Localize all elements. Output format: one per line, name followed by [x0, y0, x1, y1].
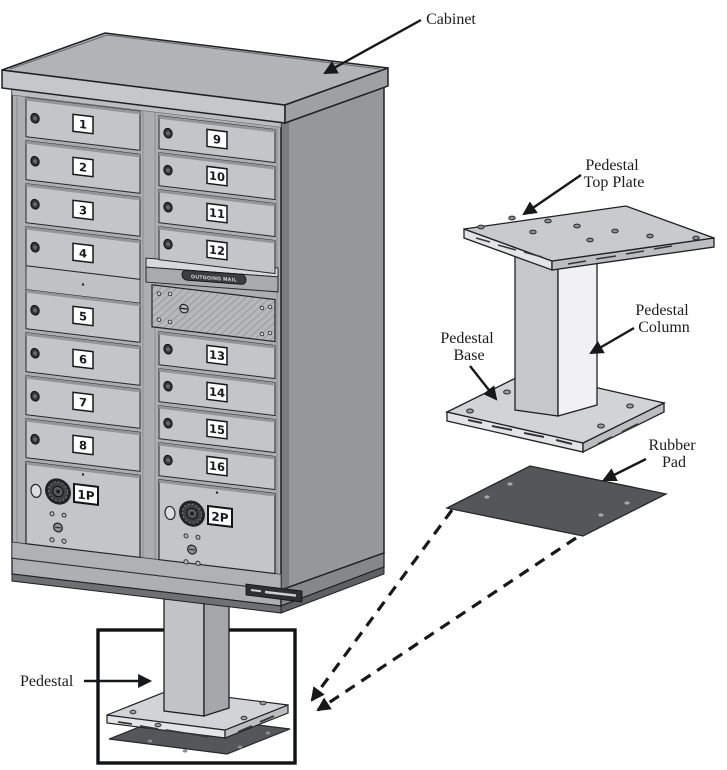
door-number-plate [72, 156, 94, 178]
door-number-plate [72, 391, 94, 413]
left-door-column: 1 2 3 4 5 6 7 8 [25, 97, 141, 472]
door-number-plate [206, 239, 228, 261]
door-number: 13 [209, 347, 225, 363]
door-number: 3 [79, 203, 87, 218]
pedestal-column-under [163, 591, 230, 717]
mailbox-door: 6 [25, 332, 141, 386]
mailbox-door: 16 [158, 442, 276, 491]
mailbox-door: 11 [158, 189, 276, 238]
label-pedestal-column: Pedestal Column [589, 302, 692, 355]
door-number: 2 [79, 160, 87, 175]
pedestal-column-label-text: Pedestal Column [635, 302, 692, 336]
door-number: 1 [79, 117, 87, 132]
mailbox-door: 10 [158, 152, 276, 201]
mailbox-door: 3 [25, 183, 141, 237]
mailbox-door: 12 [158, 226, 276, 275]
door-number-plate [206, 455, 228, 477]
door-number-plate [206, 202, 228, 224]
right-door-column: 9 10 11 12 13 14 15 16 [158, 115, 276, 491]
door-number-plate [72, 434, 94, 456]
pedestal-label-text: Pedestal [20, 673, 74, 690]
label-pedestal-base: Pedestal Base [440, 330, 498, 401]
mailbox-door: 15 [158, 405, 276, 454]
brand-badge [245, 583, 303, 603]
detail-leader-lines [310, 509, 577, 712]
door-number-plate [206, 381, 228, 403]
pedestal-base-label-text: Pedestal Base [440, 330, 497, 364]
exploded-pedestal-assembly [445, 205, 715, 537]
parcel-door: 2P [158, 478, 276, 575]
outgoing-mail-plate [181, 269, 247, 285]
door-number: 12 [209, 242, 225, 258]
door-number-plate [72, 242, 94, 264]
pedestal-top-plate-label-text: Pedestal Top Plate [584, 157, 645, 191]
mailbox-door: 9 [158, 115, 276, 164]
door-number: 14 [209, 384, 225, 400]
rubber-pad-part [445, 465, 668, 537]
door-number-plate [206, 165, 228, 187]
parcel-number: 1P [77, 487, 94, 503]
mailbox-door: 14 [158, 368, 276, 417]
master-access-plate [151, 284, 276, 343]
parcel-number-plate [207, 504, 233, 529]
mailbox-door: 13 [158, 331, 276, 380]
door-number: 4 [79, 246, 87, 261]
door-number-plate [72, 348, 94, 370]
cabinet-side-groove [281, 115, 289, 590]
mailbox-door: 4 [25, 226, 141, 280]
door-number: 10 [209, 168, 225, 184]
pedestal-under-cabinet [106, 591, 291, 755]
door-number: 15 [209, 421, 225, 437]
door-number: 5 [79, 309, 87, 324]
annotations: Cabinet Pedestal Top Plate Pedestal Colu… [20, 11, 699, 690]
pedestal-column-part [514, 255, 598, 417]
label-pedestal: Pedestal [20, 673, 153, 690]
outgoing-mail-text: OUTGOING MAIL [191, 274, 237, 283]
label-pedestal-top-plate: Pedestal Top Plate [522, 157, 645, 216]
door-number-plate [206, 344, 228, 366]
mailbox-door: 5 [25, 289, 141, 343]
cabinet-side-panel [280, 79, 385, 592]
cabinet-base-trim [11, 552, 385, 614]
parcel-door: 1P [25, 461, 141, 559]
door-number-plate [206, 128, 228, 150]
door-number: 11 [209, 205, 225, 221]
mailbox-door: 1 [25, 97, 141, 151]
mailbox-door: 7 [25, 375, 141, 429]
door-number: 7 [79, 395, 87, 410]
label-cabinet: Cabinet [323, 11, 476, 75]
mailbox-door: 8 [25, 418, 141, 472]
door-number: 16 [209, 458, 225, 474]
door-number-plate [72, 113, 94, 135]
door-number: 8 [79, 438, 87, 453]
parcel-number: 2P [211, 509, 228, 525]
parcel-doors: 1P 2P [25, 461, 276, 575]
cabinet-label-text: Cabinet [426, 11, 476, 28]
outgoing-mail-slot: OUTGOING MAIL [145, 257, 279, 293]
door-number-plate [206, 418, 228, 440]
door-number-plate [72, 199, 94, 221]
door-number: 6 [79, 352, 87, 367]
door-number-plate [72, 305, 94, 327]
door-number: 9 [213, 132, 221, 147]
parcel-number-plate [73, 482, 99, 506]
mailbox-door: 2 [25, 140, 141, 194]
label-rubber-pad: Rubber Pad [602, 437, 699, 482]
rubber-pad-label-text: Rubber Pad [648, 437, 699, 471]
cabinet-top-cap [1, 32, 389, 125]
pedestal-top-plate-part [463, 205, 715, 271]
